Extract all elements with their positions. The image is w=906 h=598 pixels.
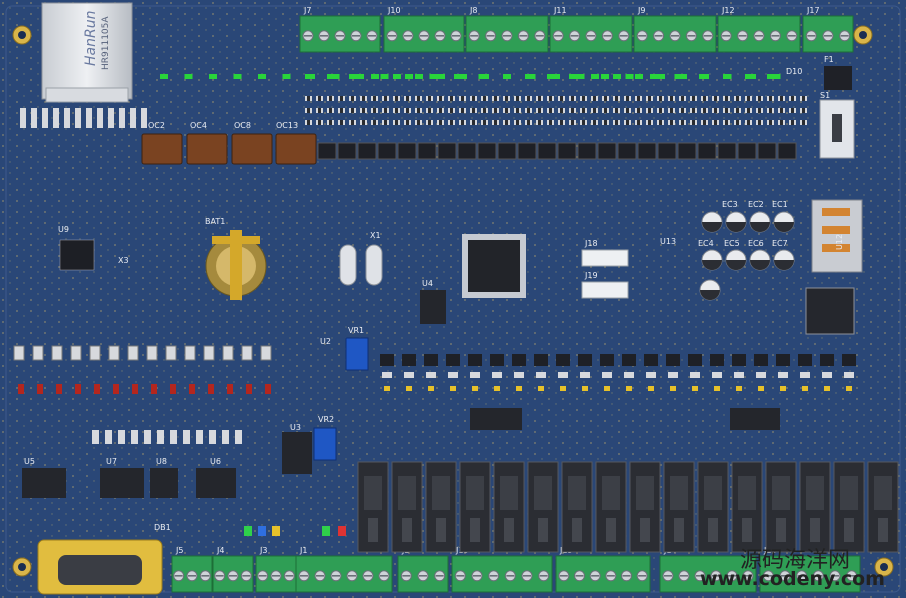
small-ics <box>22 290 780 498</box>
rj45-model: HR911105A <box>101 16 111 70</box>
svg-text:U5: U5 <box>24 457 35 466</box>
label-j1: J1 <box>299 546 307 555</box>
svg-text:EC2: EC2 <box>748 200 764 209</box>
svg-text:D10: D10 <box>786 67 802 76</box>
svg-text:EC6: EC6 <box>748 239 764 248</box>
label-x1: X1 <box>370 231 381 240</box>
svg-text:U8: U8 <box>156 457 167 466</box>
label-j7: J7 <box>303 6 311 15</box>
label-oc4: OC4 <box>190 121 207 130</box>
db9-connector: DB1 <box>37 523 171 595</box>
svg-text:U6: U6 <box>210 457 221 466</box>
trimmer-vr1 <box>345 337 369 371</box>
led-row <box>160 74 781 79</box>
svg-text:U13: U13 <box>660 237 676 246</box>
svg-text:U7: U7 <box>106 457 117 466</box>
svg-text:S1: S1 <box>820 91 830 100</box>
label-oc13: OC13 <box>276 121 298 130</box>
main-mcu <box>462 234 526 298</box>
svg-text:F1: F1 <box>824 55 834 64</box>
rj45-brand: HanRun <box>83 11 99 66</box>
watermark-url: www.codeny.com <box>700 568 885 590</box>
svg-text:EC1: EC1 <box>772 200 788 209</box>
label-j3: J3 <box>259 546 267 555</box>
label-bat1: BAT1 <box>205 217 225 226</box>
resistor-rows <box>20 96 807 128</box>
trimmer-vr2 <box>313 427 337 461</box>
svg-text:EC4: EC4 <box>698 239 714 248</box>
watermark-chinese: 源码海洋网 <box>740 548 851 573</box>
label-j10: J10 <box>387 6 401 15</box>
top-terminal-blocks: J7 J10 J8 J11 J9 J12 J17 <box>299 6 854 53</box>
svg-text:U4: U4 <box>422 279 433 288</box>
switch-s1: S1 <box>819 91 855 159</box>
passive-component-rows <box>13 345 346 536</box>
crystals <box>339 244 383 286</box>
rj45-connector: HanRun HR911105A <box>41 2 133 103</box>
svg-text:EC5: EC5 <box>724 239 740 248</box>
label-j4: J4 <box>216 546 224 555</box>
relay-bank <box>357 461 899 553</box>
optocoupler-row <box>317 142 856 391</box>
svg-text:U2: U2 <box>320 337 331 346</box>
ic-u9: U9 <box>58 225 95 271</box>
label-x3: X3 <box>118 256 129 265</box>
large-optocouplers <box>141 133 317 165</box>
label-oc8: OC8 <box>234 121 251 130</box>
electrolytic-capacitors <box>699 211 795 301</box>
svg-text:EC7: EC7 <box>772 239 788 248</box>
bottom-terminal-blocks: J5J4J3J1J2J13J15J14J16 <box>171 546 861 593</box>
label-j11: J11 <box>553 6 567 15</box>
svg-text:J19: J19 <box>584 271 598 280</box>
power-regulator <box>805 199 863 335</box>
svg-text:VR2: VR2 <box>318 415 334 424</box>
battery-holder: BAT1 <box>205 217 267 300</box>
svg-text:U3: U3 <box>290 423 301 432</box>
svg-text:DB1: DB1 <box>154 523 171 532</box>
headers-j18-j19 <box>581 249 629 299</box>
label-j12: J12 <box>721 6 735 15</box>
label-j17: J17 <box>806 6 820 15</box>
svg-text:EC3: EC3 <box>722 200 738 209</box>
label-j8: J8 <box>469 6 477 15</box>
svg-text:VR1: VR1 <box>348 326 364 335</box>
label-j5: J5 <box>175 546 183 555</box>
svg-text:J18: J18 <box>584 239 598 248</box>
label-j9: J9 <box>637 6 645 15</box>
svg-text:U12: U12 <box>835 234 844 250</box>
label-oc2: OC2 <box>148 121 165 130</box>
svg-text:U9: U9 <box>58 225 69 234</box>
